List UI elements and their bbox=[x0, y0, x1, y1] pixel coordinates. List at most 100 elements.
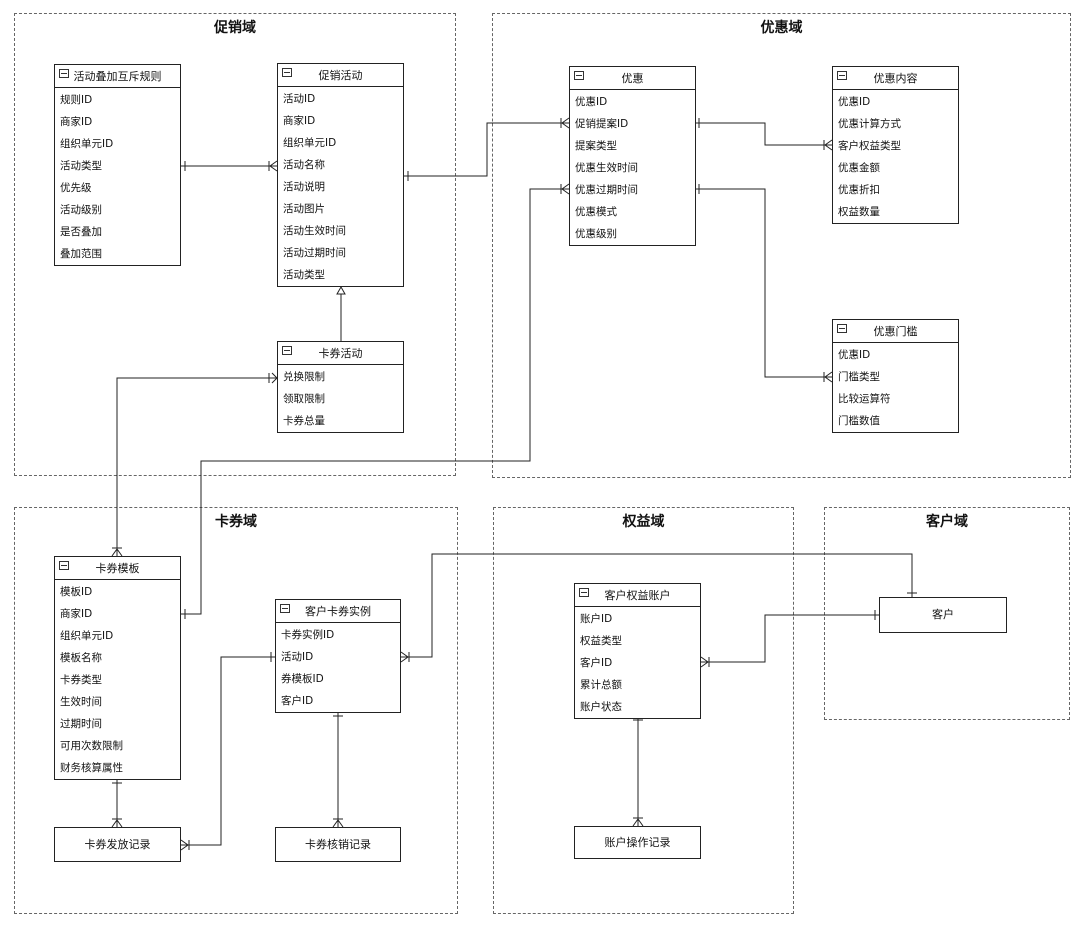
entity-field: 财务核算属性 bbox=[60, 762, 123, 774]
mark-many bbox=[560, 183, 570, 195]
entity-field: 是否叠加 bbox=[60, 226, 102, 238]
entity-field: 提案类型 bbox=[575, 140, 617, 152]
mark-many bbox=[111, 818, 123, 828]
field-list: 优惠ID 门槛类型比较运算符门槛数值 bbox=[833, 343, 958, 432]
collapse-icon[interactable] bbox=[282, 346, 292, 355]
entity-field: 门槛类型 bbox=[838, 371, 880, 383]
entity-header: 卡券模板 bbox=[55, 557, 180, 580]
promotion-domain: 促销域 bbox=[14, 13, 456, 476]
benefit-domain: 权益域 bbox=[493, 507, 794, 914]
entity-field: 活动类型 bbox=[60, 160, 102, 172]
entity-discount-threshold[interactable]: 优惠门槛优惠ID 门槛类型比较运算符门槛数值 bbox=[832, 319, 959, 433]
entity-field: 规则ID bbox=[60, 94, 93, 106]
entity-field: 领取限制 bbox=[283, 393, 325, 405]
rel-discount-template bbox=[181, 188, 569, 615]
collapse-icon[interactable] bbox=[280, 604, 290, 613]
mark-many bbox=[823, 371, 833, 383]
rel-issue-coupon bbox=[181, 656, 275, 846]
entity-field: 模板ID bbox=[60, 586, 93, 598]
entity-field: 商家ID bbox=[60, 116, 93, 128]
entity-field: 卡券总量 bbox=[283, 415, 325, 427]
entity-customer[interactable]: 客户 bbox=[879, 597, 1007, 633]
entity-account-op-record[interactable]: 账户操作记录 bbox=[574, 826, 701, 859]
entity-field: 比较运算符 bbox=[838, 393, 891, 405]
entity-field: 优惠金额 bbox=[838, 162, 880, 174]
entity-header: 优惠门槛 bbox=[833, 320, 958, 343]
entity-field: 优惠模式 bbox=[575, 206, 617, 218]
entity-field: 活动ID bbox=[283, 93, 316, 105]
entity-field: 活动ID bbox=[281, 651, 314, 663]
customer-domain-title: 客户域 bbox=[926, 514, 968, 530]
entity-title: 促销活动 bbox=[318, 69, 363, 82]
entity-field: 活动生效时间 bbox=[283, 225, 346, 237]
entity-header: 客户卡券实例 bbox=[276, 600, 400, 623]
entity-field: 活动级别 bbox=[60, 204, 102, 216]
entity-title: 优惠门槛 bbox=[873, 325, 918, 338]
collapse-icon[interactable] bbox=[837, 324, 847, 333]
entity-field: 券模板ID bbox=[281, 673, 324, 685]
mark-many bbox=[332, 818, 344, 828]
collapse-icon[interactable] bbox=[579, 588, 589, 597]
entity-coupon-issue-record[interactable]: 卡券发放记录 bbox=[54, 827, 181, 862]
entity-field: 优惠生效时间 bbox=[575, 162, 638, 174]
entity-field: 卡券实例ID bbox=[281, 629, 335, 641]
rel-account-customer bbox=[701, 614, 879, 663]
entity-header: 活动叠加互斥规则 bbox=[55, 65, 180, 88]
collapse-icon[interactable] bbox=[282, 68, 292, 77]
mark-many bbox=[268, 160, 278, 172]
entity-field: 活动说明 bbox=[283, 181, 325, 193]
entity-field: 商家ID bbox=[60, 608, 93, 620]
entity-field: 权益类型 bbox=[580, 635, 622, 647]
entity-field: 优惠ID bbox=[838, 349, 871, 361]
mark-many bbox=[111, 547, 123, 557]
entity-field: 活动名称 bbox=[283, 159, 325, 171]
entity-coupon-activity[interactable]: 卡券活动兑换限制领取限制卡券总量 bbox=[277, 341, 404, 433]
entity-field: 活动图片 bbox=[283, 203, 325, 215]
entity-field: 客户ID bbox=[281, 695, 314, 707]
rel-couponact-template bbox=[116, 377, 277, 556]
entity-header: 促销活动 bbox=[278, 64, 403, 87]
entity-title: 卡券活动 bbox=[318, 347, 363, 360]
entity-field: 卡券类型 bbox=[60, 674, 102, 686]
mark-many bbox=[560, 117, 570, 129]
field-list: 卡券实例ID 活动ID 券模板ID 客户ID bbox=[276, 623, 400, 712]
entity-coupon-redeem-record[interactable]: 卡券核销记录 bbox=[275, 827, 401, 862]
entity-customer-coupon[interactable]: 客户卡券实例卡券实例ID 活动ID 券模板ID 客户ID bbox=[275, 599, 401, 713]
discount-domain-title: 优惠域 bbox=[760, 20, 803, 36]
entity-field: 账户状态 bbox=[580, 701, 622, 713]
field-list: 兑换限制领取限制卡券总量 bbox=[278, 365, 403, 432]
collapse-icon[interactable] bbox=[59, 69, 69, 78]
entity-field: 优惠ID bbox=[838, 96, 871, 108]
entity-header: 客户权益账户 bbox=[575, 584, 700, 607]
entity-field: 可用次数限制 bbox=[60, 740, 123, 752]
entity-field: 优惠ID bbox=[575, 96, 608, 108]
rel-coupon-customer bbox=[401, 553, 913, 658]
rel-discount-threshold bbox=[696, 188, 832, 378]
collapse-icon[interactable] bbox=[574, 71, 584, 80]
collapse-icon[interactable] bbox=[837, 71, 847, 80]
entity-title: 卡券模板 bbox=[95, 562, 140, 575]
collapse-icon[interactable] bbox=[59, 561, 69, 570]
rel-discount-content bbox=[696, 122, 832, 146]
entity-field: 门槛数值 bbox=[838, 415, 880, 427]
entity-field: 生效时间 bbox=[60, 696, 102, 708]
benefit-domain-title: 权益域 bbox=[622, 514, 665, 530]
entity-field: 叠加范围 bbox=[60, 248, 102, 260]
entity-field: 过期时间 bbox=[60, 718, 102, 730]
entity-field: 促销提案ID bbox=[575, 118, 629, 130]
entity-field: 权益数量 bbox=[838, 206, 880, 218]
entity-field: 累计总额 bbox=[580, 679, 622, 691]
